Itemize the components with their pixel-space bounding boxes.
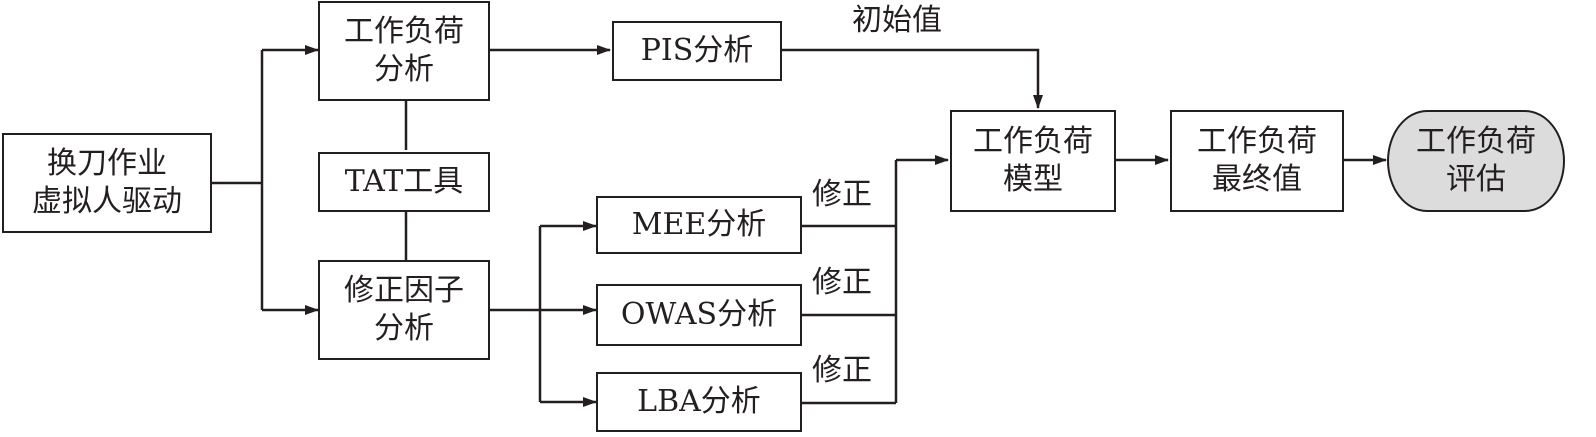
node-start: 换刀作业 虚拟人驱动 bbox=[2, 133, 212, 233]
node-tat-tool-label: TAT工具 bbox=[344, 164, 464, 199]
node-evaluation-label: 工作负荷 评估 bbox=[1416, 124, 1536, 197]
node-workload-analysis: 工作负荷 分析 bbox=[318, 1, 490, 101]
node-owas: OWAS分析 bbox=[596, 284, 802, 346]
node-lba: LBA分析 bbox=[596, 372, 802, 432]
node-model-label: 工作负荷 模型 bbox=[973, 124, 1093, 197]
node-lba-label: LBA分析 bbox=[637, 384, 761, 419]
node-mee-label: MEE分析 bbox=[631, 207, 767, 242]
node-workload-analysis-label: 工作负荷 分析 bbox=[344, 14, 464, 87]
edge-label-correction-lba: 修正 bbox=[812, 353, 872, 388]
edge-label-initial-value: 初始值 bbox=[852, 3, 942, 38]
node-correction-factor: 修正因子 分析 bbox=[318, 260, 490, 360]
node-tat-tool: TAT工具 bbox=[318, 152, 490, 212]
node-final-value-label: 工作负荷 最终值 bbox=[1197, 124, 1317, 197]
edge-pis-model bbox=[782, 48, 1043, 109]
node-model: 工作负荷 模型 bbox=[950, 110, 1116, 212]
node-correction-factor-label: 修正因子 分析 bbox=[344, 273, 464, 346]
edge-label-correction-owas: 修正 bbox=[812, 265, 872, 300]
node-final-value: 工作负荷 最终值 bbox=[1170, 110, 1344, 212]
node-start-label: 换刀作业 虚拟人驱动 bbox=[32, 146, 182, 219]
node-pis: PIS分析 bbox=[612, 21, 782, 81]
node-owas-label: OWAS分析 bbox=[620, 297, 778, 332]
node-pis-label: PIS分析 bbox=[640, 33, 754, 68]
edge-label-correction-mee: 修正 bbox=[812, 177, 872, 212]
node-mee: MEE分析 bbox=[596, 196, 802, 254]
node-evaluation: 工作负荷 评估 bbox=[1387, 110, 1565, 212]
